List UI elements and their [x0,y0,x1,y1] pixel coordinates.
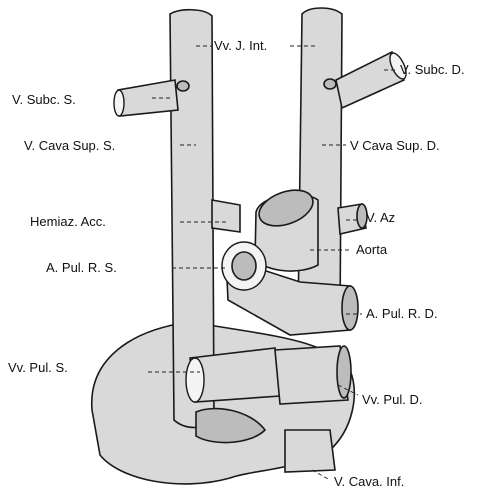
a-pul-r-d-lumen [342,286,358,330]
label-v-subc-s: V. Subc. S. [12,92,76,107]
label-aorta: Aorta [356,242,388,257]
hemiaz-acc-vessel [212,200,240,232]
left-stump [177,81,189,91]
label-v-az: V. Az [366,210,395,225]
label-hemiaz-acc: Hemiaz. Acc. [30,214,106,229]
v-cava-inf-vessel [285,430,335,472]
label-vv-pul-d: Vv. Pul. D. [362,392,422,407]
label-a-pul-r-d: A. Pul. R. D. [366,306,438,321]
vv-pul-d-lumen [337,346,351,398]
v-cava-sup-d-vessel [298,8,342,328]
leader-v-cava-inf [312,470,330,480]
label-v-subc-d: V. Subc. D. [400,62,465,77]
vv-pul-s-lumen [186,358,204,402]
label-v-cava-sup-d: V Cava Sup. D. [350,138,440,153]
right-stump [324,79,336,89]
label-vv-j-int: Vv. J. Int. [214,38,267,53]
label-a-pul-r-s: A. Pul. R. S. [46,260,117,275]
a-pul-r-s-inner [232,252,256,280]
label-v-cava-inf: V. Cava. Inf. [334,474,404,489]
label-v-cava-sup-s: V. Cava Sup. S. [24,138,115,153]
v-subc-s-lumen [114,90,124,116]
label-vv-pul-s: Vv. Pul. S. [8,360,68,375]
